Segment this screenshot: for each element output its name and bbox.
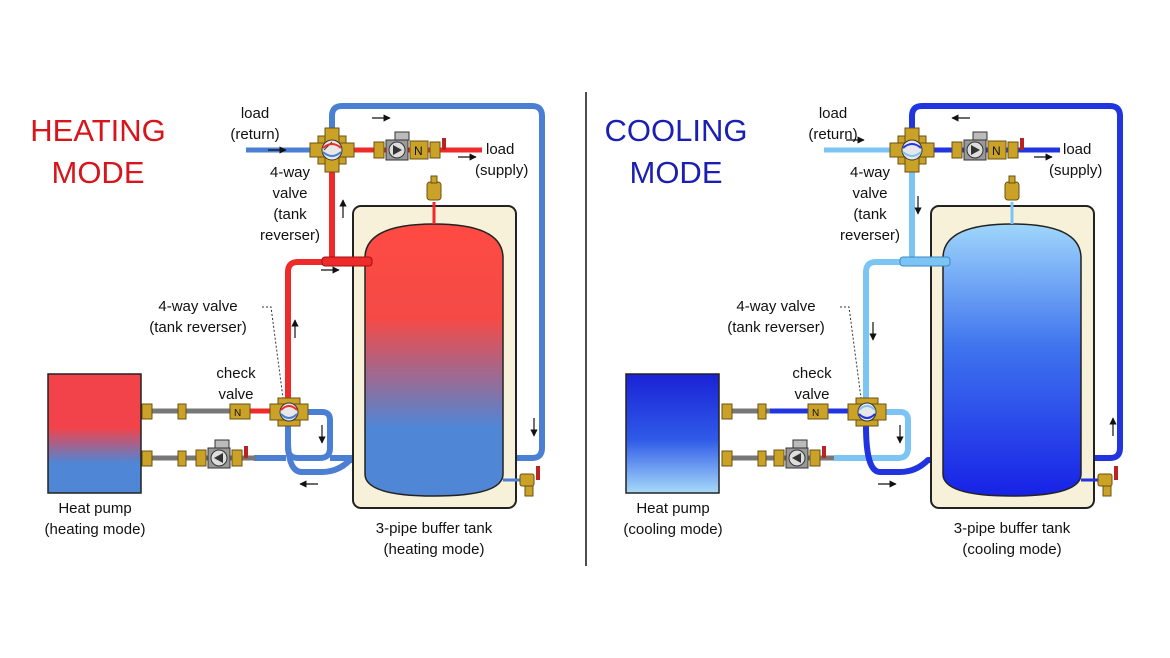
cooling-tank-vessel <box>942 223 1082 497</box>
cooling-light-pipe-loop <box>863 259 950 398</box>
svg-text:N: N <box>992 144 1001 158</box>
cooling-heat-pump-box <box>625 373 720 494</box>
heating-valve-leader <box>262 306 284 399</box>
heating-check-valve-label: check valve <box>216 365 256 403</box>
heating-hot-pipe-loop <box>285 259 372 398</box>
cooling-return-pipe-right <box>909 103 1123 461</box>
cooling-hp-pump <box>773 439 826 469</box>
heating-return-pipe-tank <box>285 439 366 475</box>
svg-text:N: N <box>414 144 423 158</box>
heating-hp-fittings <box>141 403 187 467</box>
cooling-air-vent <box>1004 175 1020 224</box>
cooling-heat-pump-label: Heat pump (cooling mode) <box>623 500 723 538</box>
cooling-left-valve-label: 4-way valve (tank reverser) <box>727 298 825 336</box>
heating-hp-pump <box>195 439 248 469</box>
heating-air-vent <box>426 175 442 224</box>
cooling-dark-pipe-tank <box>863 425 944 475</box>
cooling-valve-leader <box>840 306 862 399</box>
cooling-tank-label: 3-pipe buffer tank (cooling mode) <box>953 520 1071 558</box>
cooling-load-supply-label: load (supply) <box>1049 141 1103 179</box>
cooling-load-return-label: load (return) <box>808 105 858 143</box>
heating-drain-valve <box>503 466 540 497</box>
heating-return-pipe-right <box>329 103 545 461</box>
heating-top-4way-valve <box>309 127 355 173</box>
cooling-mode-title: COOLING MODE <box>604 113 748 190</box>
heating-mode-title: HEATING MODE <box>30 113 166 190</box>
svg-text:N: N <box>812 408 819 419</box>
heating-load-supply-label: load (supply) <box>475 141 529 179</box>
svg-text:N: N <box>234 408 241 419</box>
cooling-light-pipe-lower <box>834 409 911 461</box>
heating-tank-vessel <box>364 223 504 497</box>
cooling-top-4way-valve <box>889 127 935 173</box>
heating-tank-tee <box>321 256 373 267</box>
heating-tank-label: 3-pipe buffer tank (heating mode) <box>375 520 493 558</box>
heating-load-pump: N <box>373 131 446 161</box>
heating-heat-pump-box <box>47 373 142 494</box>
heating-left-valve-label: 4-way valve (tank reverser) <box>149 298 247 336</box>
heating-check-valve: N <box>229 403 251 420</box>
heating-flow-arrows <box>268 114 538 488</box>
heating-diagram: N N <box>47 103 545 509</box>
cooling-lower-4way-valve <box>847 397 887 427</box>
heating-load-return-label: load (return) <box>230 105 280 143</box>
cooling-diagram: N N <box>625 103 1123 509</box>
heating-top-valve-label: 4-way valve (tank reverser) <box>259 164 320 244</box>
cooling-top-valve-label: 4-way valve (tank reverser) <box>839 164 900 244</box>
heating-lower-4way-valve <box>269 397 309 427</box>
heating-heat-pump-label: Heat pump (heating mode) <box>44 500 146 538</box>
cooling-hp-fittings <box>721 403 767 467</box>
cooling-check-valve: N <box>807 403 829 420</box>
cooling-load-pump: N <box>951 131 1024 161</box>
cooling-tank-tee <box>899 256 951 267</box>
cooling-check-valve-label: check valve <box>792 365 832 403</box>
cooling-drain-valve <box>1081 466 1118 497</box>
cooling-flow-arrows <box>846 114 1117 488</box>
